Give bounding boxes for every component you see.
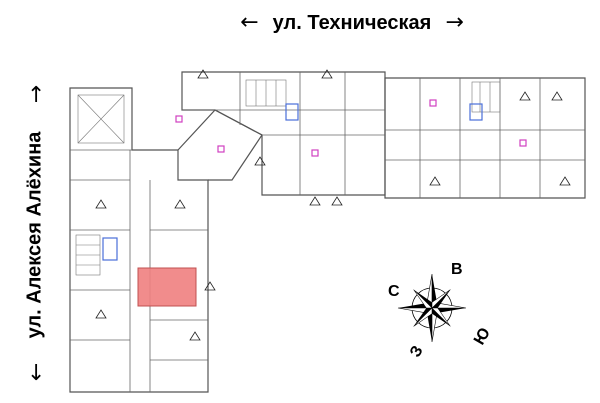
interior-walls: [70, 72, 585, 392]
compass-east-label: В: [451, 261, 463, 278]
arrow-right-icon: →: [445, 10, 464, 35]
street-left: ↑ ул. Алексея Алёхина ↓: [18, 85, 52, 385]
compass-west-label: З: [407, 343, 427, 360]
compass-north-label: С: [388, 283, 400, 300]
accent-elevators: [102, 99, 527, 261]
street-top: ← ул. Техническая →: [222, 10, 482, 36]
building-outline: [69, 71, 586, 393]
arrow-down-icon: ↓: [27, 361, 46, 386]
compass-south-label: Ю: [471, 325, 494, 348]
arrow-up-icon: ↑: [27, 83, 46, 108]
street-top-label: ул. Техническая: [272, 11, 432, 34]
stairwells: [75, 79, 501, 276]
compass-rose: [397, 273, 467, 343]
arrow-left-icon: ←: [240, 10, 259, 35]
room-triangles: [95, 69, 571, 341]
street-left-label: ул. Алексея Алёхина: [23, 131, 46, 339]
highlighted-apartment[interactable]: [137, 267, 197, 307]
